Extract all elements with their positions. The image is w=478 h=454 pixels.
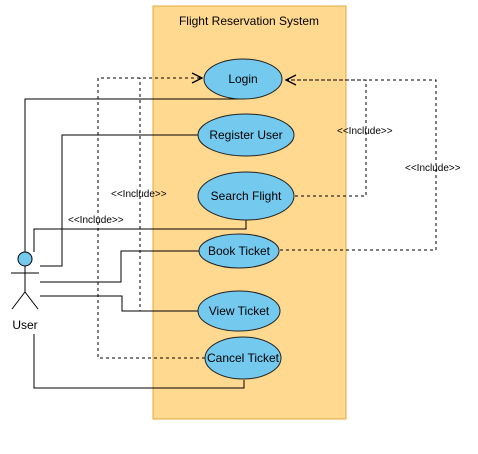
assoc-view [40, 295, 198, 312]
use-case-label: View Ticket [209, 304, 270, 318]
use-case-label: Register User [209, 128, 282, 142]
use-case-label: Book Ticket [208, 244, 271, 258]
include-label: <<Include>> [337, 126, 393, 137]
include-edge-book-login [280, 79, 437, 251]
use-case-cancel-ticket[interactable]: Cancel Ticket [204, 336, 282, 380]
assoc-book [40, 250, 200, 283]
assoc-register [40, 134, 198, 267]
use-case-label: Search Flight [211, 189, 282, 203]
use-case-view-ticket[interactable]: View Ticket [197, 290, 281, 332]
include-label: <<Include>> [111, 189, 167, 200]
include-label: <<Include>> [405, 163, 461, 174]
actor-label: User [12, 318, 37, 332]
assoc-search [33, 220, 247, 252]
use-case-search-flight[interactable]: Search Flight [197, 171, 295, 221]
include-edge-cancel-login [97, 78, 205, 359]
include-edge-search-login [286, 80, 367, 197]
use-case-label: Cancel Ticket [207, 351, 280, 365]
use-case-label: Login [228, 72, 257, 86]
use-case-login[interactable]: Login [203, 58, 283, 100]
actor-user[interactable]: User [11, 251, 39, 332]
system-title: Flight Reservation System [179, 14, 319, 28]
include-label: <<Include>> [68, 215, 124, 226]
use-case-book-ticket[interactable]: Book Ticket [198, 233, 280, 269]
actor-head [17, 251, 33, 267]
use-case-register-user[interactable]: Register User [197, 113, 295, 157]
assoc-cancel [33, 334, 245, 389]
assoc-login [24, 98, 243, 252]
